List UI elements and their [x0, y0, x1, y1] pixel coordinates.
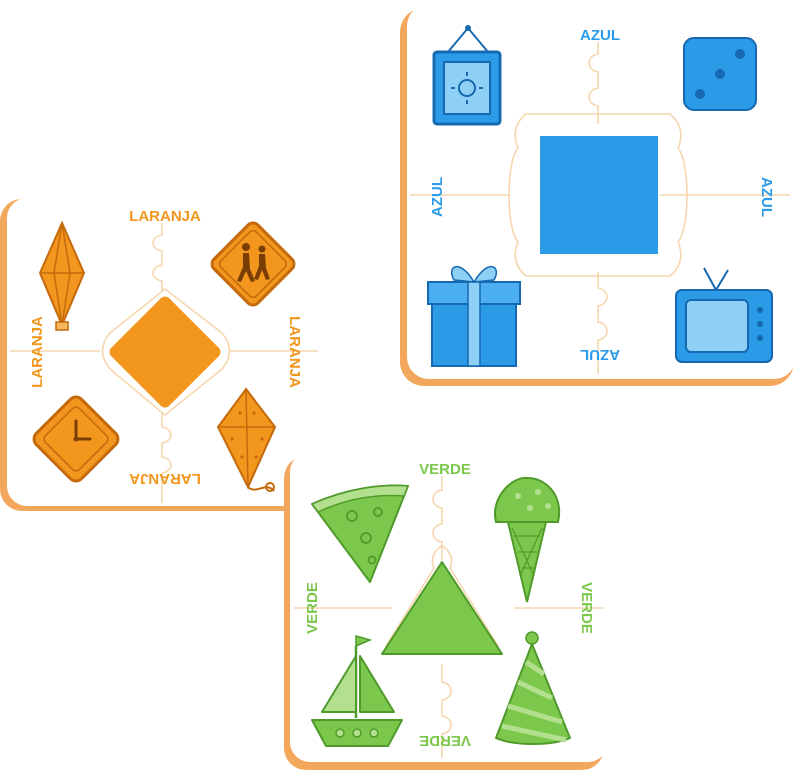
gift-box-icon [427, 266, 521, 367]
sailboat-icon [311, 635, 403, 747]
lantern-icon [38, 220, 86, 331]
label-left: LARANJA [29, 316, 46, 388]
pizza-slice-icon [310, 484, 410, 583]
label-bottom: LARANJA [129, 470, 201, 487]
dice-icon [683, 37, 757, 111]
kite-icon [216, 387, 277, 492]
center-diamond-shape [109, 296, 221, 408]
framed-sun-picture-icon [432, 25, 502, 126]
label-left: AZUL [429, 177, 446, 217]
ice-cream-cone-icon [493, 476, 561, 603]
orange-puzzle-card: LARANJA LARANJA LARANJA LARANJA [0, 195, 325, 515]
label-right: AZUL [758, 177, 775, 217]
label-bottom: AZUL [580, 346, 620, 363]
label-top: AZUL [580, 27, 620, 44]
label-top: VERDE [419, 461, 471, 478]
center-square-shape [540, 136, 658, 254]
label-right: VERDE [578, 582, 595, 634]
blue-puzzle-card: AZUL AZUL AZUL AZUL [398, 2, 798, 390]
center-triangle-shape [381, 561, 503, 655]
label-bottom: VERDE [419, 732, 471, 749]
television-icon [675, 267, 773, 363]
puzzle-seams [10, 223, 318, 503]
party-hat-icon [495, 631, 571, 745]
label-right: LARANJA [286, 316, 303, 388]
green-puzzle-card: VERDE VERDE VERDE VERDE [282, 450, 612, 772]
label-left: VERDE [304, 582, 321, 634]
pedestrian-crossing-sign-icon [210, 221, 296, 307]
label-top: LARANJA [129, 208, 201, 225]
clock-icon [32, 395, 120, 483]
puzzle-seams [410, 42, 790, 374]
